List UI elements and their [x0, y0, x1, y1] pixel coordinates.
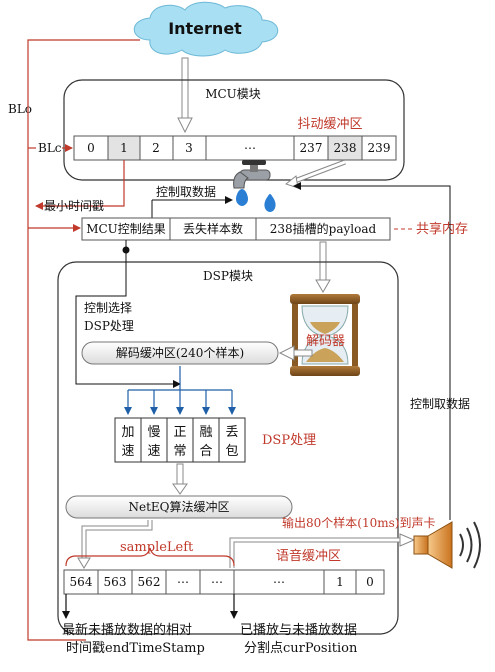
- dsp-process-left-label: DSP处理: [84, 319, 134, 333]
- shared-memory-row: MCU控制结果 丢失样本数 238插槽的payload: [81, 217, 391, 241]
- sample-cell-label: 562: [138, 575, 161, 589]
- hourglass-icon: [290, 294, 360, 376]
- sample-cell-label: 563: [104, 575, 127, 589]
- shared-memory-label: 共享内存: [416, 221, 468, 237]
- dsp-op-box: [218, 417, 246, 463]
- dsp-module-box: [57, 261, 399, 635]
- internet-label: Internet: [168, 19, 242, 38]
- dsp-op-char: 速: [121, 444, 134, 459]
- jitter-slot-label: 0: [87, 141, 95, 155]
- ops-to-neteq-arrow: [172, 463, 188, 495]
- blo-line: [27, 39, 140, 641]
- dsp-operations: 加 速 慢 速 正 常 融 合 丢 包: [114, 417, 246, 463]
- jitter-slot: [73, 135, 109, 161]
- dsp-op-char: 合: [199, 444, 212, 459]
- decoder-to-buffer-arrow: [278, 345, 313, 361]
- jitter-slot-label: 2: [152, 141, 160, 155]
- sample-left-bracket: [65, 547, 235, 567]
- faucet-icon: [233, 160, 276, 212]
- jitter-buffer: 0 1 2 3 ⋯ 237 238 239: [73, 135, 397, 161]
- speaker-icon: [413, 521, 481, 569]
- decode-buffer: [81, 341, 279, 365]
- end-timestamp-label-2: 时间戳endTimeStamp: [66, 641, 205, 656]
- dsp-op-char: 速: [147, 444, 160, 459]
- sample-cell: [63, 569, 99, 595]
- dsp-op-char: 丢: [225, 425, 238, 440]
- dsp-ops-tree: [124, 366, 236, 415]
- dsp-op-char: 加: [121, 425, 134, 440]
- neteq-buffer: [65, 495, 293, 519]
- jitter-slot-label: 3: [185, 141, 193, 155]
- dsp-op-char: 慢: [147, 424, 160, 440]
- end-timestamp-label-1: 最新未播放数据的相对: [62, 622, 192, 638]
- neteq-to-samples-arrow: [77, 520, 153, 569]
- sample-cell-label: 0: [366, 575, 374, 589]
- internet-to-mcu-arrow: [177, 57, 193, 134]
- jitter-slot: [172, 135, 207, 161]
- dsp-title: DSP模块: [203, 269, 253, 283]
- dsp-op-char: 包: [225, 444, 238, 459]
- sample-cell: [355, 569, 385, 595]
- blo-label: BLo: [8, 102, 32, 116]
- cloud-icon: [133, 1, 279, 57]
- cur-position-label-2: 分割点curPosition: [244, 640, 358, 656]
- sample-cell-label: ⋯: [273, 575, 285, 589]
- shared-cell-label: 238插槽的payload: [270, 221, 377, 236]
- control-fetch-right-label: 控制取数据: [410, 396, 470, 411]
- jitter-slot-label: 237: [300, 141, 323, 155]
- decode-buffer-label: 解码缓冲区(240个样本): [116, 345, 244, 360]
- neteq-buffer-label: NetEQ算法缓冲区: [128, 499, 229, 514]
- control-select-label: 控制选择: [84, 301, 132, 315]
- jitter-slot: [361, 135, 397, 161]
- cur-position-label-1: 已播放与未播放数据: [240, 623, 357, 638]
- dsp-op-box: [140, 417, 168, 463]
- speech-buffer: 564 563 562 ⋯ ⋯ ⋯ 1 0: [63, 569, 385, 595]
- min-timestamp-label: 最小时间戳: [44, 199, 104, 213]
- speech-buffer-label: 语音缓冲区: [276, 548, 341, 564]
- dsp-op-box: [114, 417, 142, 463]
- jitter-slot: [139, 135, 174, 161]
- dsp-op-box: [166, 417, 194, 463]
- slot-to-faucet-arrow: [284, 159, 346, 189]
- jitter-slot-label: 239: [368, 141, 391, 155]
- control-fetch-right-line: [293, 182, 451, 520]
- jitter-slot-label: ⋯: [244, 141, 256, 155]
- jitter-buffer-label: 抖动缓冲区: [297, 117, 362, 132]
- dsp-op-box: [192, 417, 220, 463]
- shared-cell-label: 丢失样本数: [183, 221, 243, 236]
- sample-left-label: sampleLeft: [120, 540, 194, 555]
- decoder-label: 解码器: [306, 334, 345, 349]
- dsp-op-char: 正: [173, 425, 186, 440]
- mcu-title: MCU模块: [205, 87, 261, 101]
- sample-cell-label: 1: [336, 575, 344, 589]
- sample-cell-label: 564: [70, 575, 93, 589]
- shared-cell-label: MCU控制结果: [86, 222, 166, 236]
- dsp-op-char: 常: [173, 444, 186, 459]
- payload-to-decoder-arrow: [315, 241, 331, 293]
- output-label: 输出80个样本(10ms)到声卡: [282, 515, 435, 530]
- shared-cell: [255, 217, 391, 241]
- sample-cell-label: ⋯: [211, 575, 223, 589]
- sample-cell: [199, 569, 235, 595]
- dsp-process-right-label: DSP处理: [262, 433, 316, 448]
- jitter-slot-label: 238: [334, 141, 357, 155]
- sample-cell-label: ⋯: [177, 575, 189, 589]
- min-timestamp-line: [35, 160, 125, 210]
- jitter-slot: [293, 135, 329, 161]
- blc-label: BLc: [38, 141, 62, 155]
- dsp-op-char: 融: [199, 425, 212, 440]
- jitter-slot-label: 1: [120, 141, 128, 155]
- control-fetch-top-label: 控制取数据: [156, 184, 216, 199]
